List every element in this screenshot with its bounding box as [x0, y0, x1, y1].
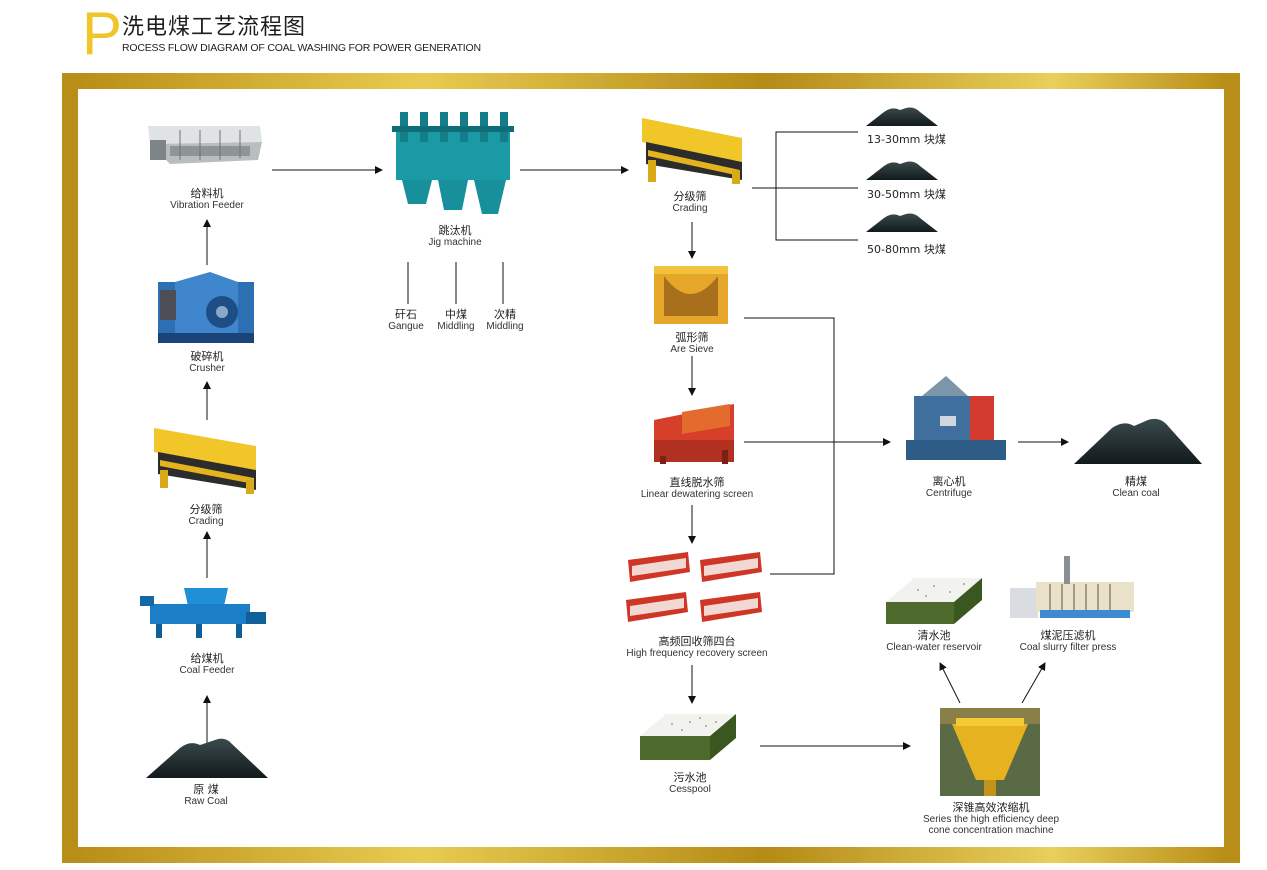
filter-press-label-en: Coal slurry filter press [1019, 642, 1117, 653]
jig-label-cn: 跳汰机 [438, 224, 472, 237]
coal-pile-30-50 [866, 161, 938, 180]
hf-screen-1 [628, 552, 690, 582]
page-subtitle: ROCESS FLOW DIAGRAM OF COAL WASHING FOR … [122, 42, 481, 54]
product-piles [866, 107, 938, 232]
arrow-thickener-to-cleanwater [939, 662, 961, 704]
centrifuge-label-cn: 离心机 [932, 475, 966, 488]
header-logo-letter: P [82, 0, 123, 67]
hf-screen-label-en: High frequency recovery screen [626, 648, 768, 659]
arc-sieve-label-en: Are Sieve [670, 344, 714, 355]
coal-pile-50-80 [866, 213, 938, 232]
grading-left-label-en: Crading [188, 516, 224, 527]
grading-right-label-en: Crading [672, 203, 708, 214]
raw-coal-label-en: Raw Coal [184, 796, 228, 807]
hf-screen-4 [700, 592, 762, 622]
arrow-thickener-to-filterpress [1021, 662, 1046, 704]
crusher-label-en: Crusher [189, 363, 225, 374]
centrifuge-image [906, 376, 1006, 460]
product-13-30: 13-30mm 块煤 [867, 133, 946, 146]
grading-screen-right-image [642, 118, 742, 184]
thickener-label-cn: 深锥高效浓缩机 [952, 801, 1030, 814]
coal-pile-13-30 [866, 107, 938, 126]
node-middling: 中煤 Middling [437, 308, 474, 332]
node-grading-right: 分级筛 Crading [672, 190, 707, 214]
coal-feeder-image [140, 588, 266, 638]
centrifuge-label-en: Centrifuge [925, 488, 973, 499]
node-raw-coal: 原 煤 Raw Coal [184, 783, 227, 807]
node-grading-left: 分级筛 Crading [188, 503, 223, 527]
filter-press-label-cn: 煤泥压滤机 [1040, 629, 1096, 642]
thickener-label-en-line2: cone concentration machine [928, 825, 1054, 836]
cesspool-label-en: Cesspool [669, 784, 711, 795]
node-clean-coal: 精煤 Clean coal [1112, 475, 1159, 499]
clean-coal-label-cn: 精煤 [1124, 475, 1147, 488]
hf-screen-2 [700, 552, 762, 582]
hf-screen-3 [626, 592, 688, 622]
cesspool-image [640, 714, 736, 760]
thickener-image [940, 708, 1040, 796]
coal-feeder-label-cn: 给煤机 [190, 652, 224, 665]
grading-right-label-cn: 分级筛 [673, 190, 707, 203]
product-50-80: 50-80mm 块煤 [867, 243, 946, 256]
middling-label-cn: 中煤 [445, 308, 467, 321]
crusher-image [158, 272, 254, 343]
coal-feeder-label-en: Coal Feeder [179, 665, 235, 676]
gangue-label-cn: 矸石 [395, 308, 417, 321]
node-centrifuge: 离心机 Centrifuge [926, 475, 972, 499]
node-filter-press: 煤泥压滤机 Coal slurry filter press [1020, 629, 1117, 653]
jig-machine-image [392, 112, 514, 214]
hf-screens-image [626, 552, 762, 622]
feeder-label-en: Vibration Feeder [170, 200, 244, 211]
page-title: 洗电煤工艺流程图 [122, 15, 307, 40]
node-gangue: 矸石 Gangue [388, 308, 424, 332]
line-arc-hf-return [744, 317, 835, 575]
gangue-label-en: Gangue [388, 321, 424, 332]
cesspool-label-cn: 污水池 [673, 771, 707, 784]
thickener-label-en: Series the high efficiency deep [922, 814, 1060, 825]
vibration-feeder-image [148, 126, 262, 164]
clean-water-reservoir-image [886, 578, 982, 624]
node-clean-water-reservoir: 清水池 Clean-water reservoir [886, 629, 982, 653]
clean-water-label-en: Clean-water reservoir [886, 642, 982, 653]
node-secondary-middling: 次精 Middling [486, 308, 523, 332]
raw-coal-pile-image [146, 738, 268, 778]
secondary-middling-label-en: Middling [486, 321, 524, 332]
jig-label-en: Jig machine [428, 237, 482, 248]
clean-coal-label-en: Clean coal [1112, 488, 1160, 499]
linear-screen-label-cn: 直线脱水筛 [669, 476, 725, 489]
grading-left-label-cn: 分级筛 [189, 503, 223, 516]
clean-water-label-cn: 清水池 [917, 629, 951, 642]
node-arc-sieve: 弧形筛 Are Sieve [670, 331, 713, 355]
hf-screen-label-cn: 高频回收筛四台 [658, 635, 736, 648]
node-crusher: 破碎机 Crusher [189, 350, 225, 374]
node-hf-screen: 高频回收筛四台 High frequency recovery screen [626, 635, 767, 659]
node-jig-machine: 跳汰机 Jig machine [428, 224, 481, 248]
node-vibration-feeder: 给料机 Vibration Feeder [170, 187, 244, 211]
filter-press-image [1010, 556, 1134, 618]
grading-screen-left-image [154, 428, 256, 494]
raw-coal-label-cn: 原 煤 [193, 783, 219, 796]
linear-screen-image [654, 404, 734, 464]
clean-coal-pile-image [1074, 418, 1202, 464]
feeder-label-cn: 给料机 [190, 187, 224, 200]
connectors [203, 131, 1069, 750]
node-thickener: 深锥高效浓缩机 Series the high efficiency deep … [923, 801, 1059, 836]
product-30-50: 30-50mm 块煤 [867, 188, 946, 201]
secondary-middling-label-cn: 次精 [494, 308, 516, 321]
node-cesspool: 污水池 Cesspool [669, 771, 711, 795]
arc-sieve-image [654, 266, 728, 324]
line-grading-products [752, 131, 858, 241]
middling-label-en: Middling [437, 321, 475, 332]
node-coal-feeder: 给煤机 Coal Feeder [179, 652, 234, 676]
crusher-label-cn: 破碎机 [190, 350, 224, 363]
node-linear-screen: 直线脱水筛 Linear dewatering screen [641, 476, 753, 500]
linear-screen-label-en: Linear dewatering screen [640, 489, 754, 500]
arc-sieve-label-cn: 弧形筛 [675, 331, 709, 344]
